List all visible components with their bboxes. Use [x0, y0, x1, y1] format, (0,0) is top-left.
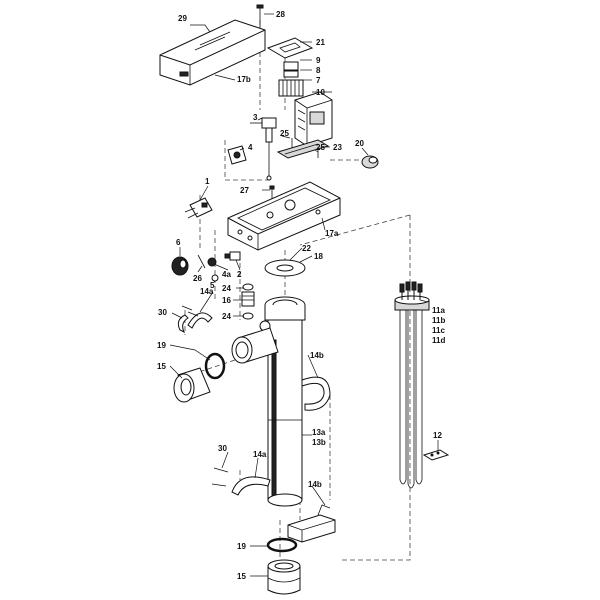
- part-26-screw: [197, 254, 206, 269]
- part-17a-housing: [227, 181, 341, 251]
- label-23: 23: [333, 143, 342, 152]
- label-11c: 11c: [432, 326, 445, 335]
- label-4a: 4a: [222, 270, 231, 279]
- part-1-connector: [184, 197, 213, 219]
- part-15-nut-bottom: [267, 559, 301, 595]
- part-22-18-washer: [264, 259, 306, 277]
- label-15-b: 15: [237, 572, 246, 581]
- label-29: 29: [178, 14, 187, 23]
- part-19-oring-bottom: [266, 537, 298, 553]
- label-30-b: 30: [218, 444, 227, 453]
- part-25-screws: [291, 138, 319, 158]
- label-22: 22: [302, 244, 311, 253]
- label-11b: 11b: [432, 316, 445, 325]
- label-13b: 13b: [312, 438, 326, 447]
- part-24-16-fittings: [241, 283, 255, 320]
- part-labels: 28 29 21 9 8 7 17b 10 3 25 20 4 25 23 1 …: [157, 10, 445, 581]
- label-14b-top: 14b: [310, 351, 324, 360]
- part-14b-clamp-bottom: [287, 504, 336, 543]
- part-2-lamp: [224, 251, 241, 261]
- label-5: 5: [210, 281, 215, 290]
- part-13-heater-tube: [259, 296, 306, 507]
- label-20: 20: [355, 139, 364, 148]
- part-29-cover: [159, 19, 266, 86]
- part-19-oring-top: [204, 352, 226, 380]
- part-3-thermostat: [250, 117, 277, 181]
- label-11d: 11d: [432, 336, 445, 345]
- part-6-knob: [171, 256, 189, 276]
- label-19-a: 19: [157, 341, 166, 350]
- label-24-a: 24: [222, 284, 231, 293]
- part-23-rail: [276, 139, 330, 159]
- label-30-a: 30: [158, 308, 167, 317]
- part-30-screws-bottom: [211, 467, 229, 487]
- label-14a-top: 14a: [200, 287, 214, 296]
- part-12-terminal-plate: [422, 449, 450, 461]
- label-25-b: 25: [316, 143, 325, 152]
- label-6: 6: [176, 238, 181, 247]
- label-14a-bottom: 14a: [253, 450, 267, 459]
- label-17b: 17b: [237, 75, 251, 84]
- part-11-heating-element: [394, 281, 430, 489]
- part-side-outlet: [231, 327, 279, 364]
- part-4-switch: [227, 145, 247, 165]
- part-30-clamp-ring: [177, 314, 189, 334]
- part-20-gland: [361, 155, 379, 169]
- part-30-screws-top: [181, 305, 199, 317]
- label-9: 9: [316, 56, 321, 65]
- label-4: 4: [248, 143, 253, 152]
- label-15-a: 15: [157, 362, 166, 371]
- leader-lines: [169, 13, 439, 577]
- label-19-b: 19: [237, 542, 246, 551]
- label-14b-bottom: 14b: [308, 480, 322, 489]
- part-10-contactor: [294, 91, 333, 147]
- label-10: 10: [316, 88, 325, 97]
- part-28-screw: [256, 4, 264, 30]
- label-17a: 17a: [325, 229, 339, 238]
- part-27-screw: [269, 185, 275, 200]
- label-26: 26: [193, 274, 202, 283]
- part-4a-nut: [207, 257, 217, 267]
- label-2: 2: [237, 270, 242, 279]
- part-14b-clamp-top: [301, 376, 331, 411]
- part-21-plate: [266, 37, 314, 59]
- part-15-nut-top: [173, 367, 211, 403]
- label-8: 8: [316, 66, 321, 75]
- part-14a-clamp-bottom: [231, 476, 271, 496]
- part-9-8-7-terminals: [278, 61, 304, 97]
- label-3: 3: [253, 113, 258, 122]
- label-12: 12: [433, 431, 442, 440]
- label-25-a: 25: [280, 129, 289, 138]
- label-7: 7: [316, 76, 321, 85]
- label-28: 28: [276, 10, 285, 19]
- label-21: 21: [316, 38, 325, 47]
- label-18: 18: [314, 252, 323, 261]
- part-14a-clamp-top: [187, 312, 213, 329]
- label-27: 27: [240, 186, 249, 195]
- label-1: 1: [205, 177, 210, 186]
- label-13a: 13a: [312, 428, 326, 437]
- label-24-b: 24: [222, 312, 231, 321]
- label-16: 16: [222, 296, 231, 305]
- label-11a: 11a: [432, 306, 445, 315]
